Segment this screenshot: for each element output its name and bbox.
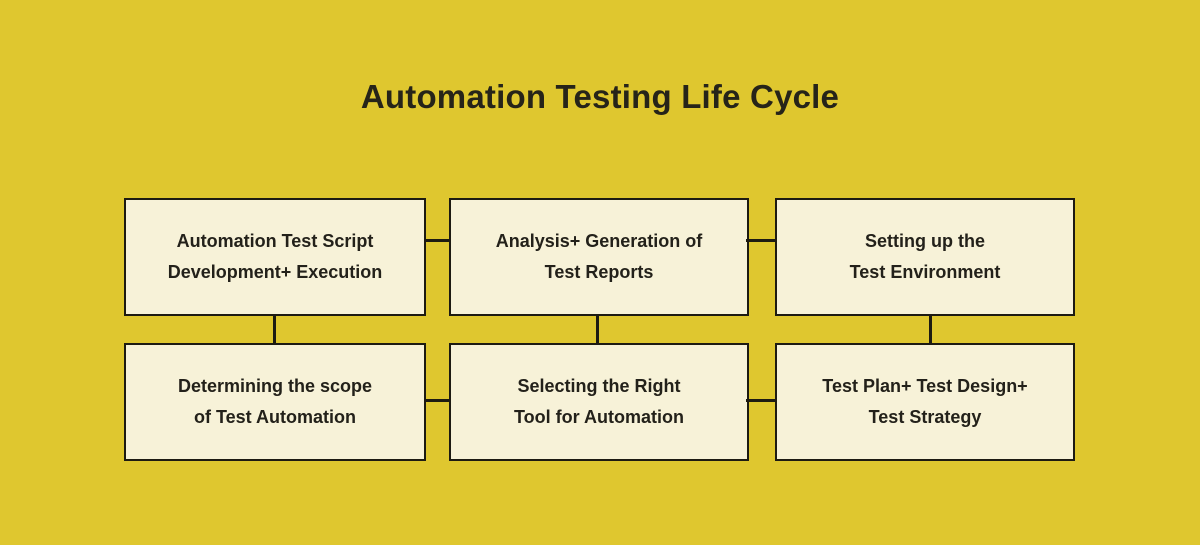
step-label-line1: Test Plan+ Test Design+ [822,376,1028,396]
step-label-line1: Automation Test Script [176,231,374,251]
step-label-line1: Determining the scope [177,376,373,396]
connector-box4-box5 [424,399,451,402]
connector-box2-box3 [746,239,777,242]
connector-box2-box5 [596,314,599,345]
step-label-line2: Tool for Automation [514,407,684,427]
step-label-line2: Test Reports [544,262,654,282]
connector-box1-box4 [273,314,276,345]
step-box-analysis-generation-of-test-reports: Analysis+ Generation of Test Reports [449,198,749,316]
step-box-selecting-the-right-tool-for-automation: Selecting the Right Tool for Automation [449,343,749,461]
step-label-line2: Development+ Execution [167,262,383,282]
step-label-line2: Test Strategy [868,407,982,427]
step-label-line1: Setting up the [865,231,985,251]
step-label-line2: Test Environment [849,262,1001,282]
connector-box3-box6 [929,314,932,345]
step-box-determining-the-scope-of-test-automation: Determining the scope of Test Automation [124,343,426,461]
step-label-line1: Analysis+ Generation of [495,231,703,251]
connector-box1-box2 [424,239,451,242]
step-box-setting-up-the-test-environment: Setting up the Test Environment [775,198,1075,316]
connector-box5-box6 [746,399,777,402]
step-box-test-plan-test-design-test-strategy: Test Plan+ Test Design+ Test Strategy [775,343,1075,461]
step-label-line1: Selecting the Right [517,376,681,396]
diagram-title: Automation Testing Life Cycle [360,78,840,115]
step-label-line2: of Test Automation [194,407,356,427]
step-box-automation-test-script-development-execution: Automation Test Script Development+ Exec… [124,198,426,316]
